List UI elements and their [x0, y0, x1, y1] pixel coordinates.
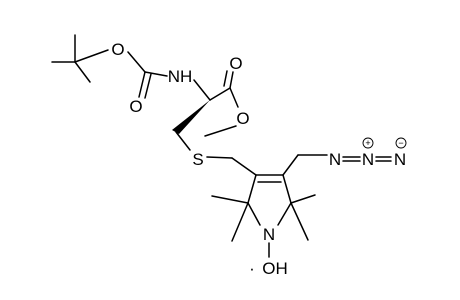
thioether-linkage	[206, 156, 257, 176]
azide-positive-charge: +	[365, 138, 370, 148]
stereo-wedge-bond	[172, 100, 210, 134]
amino-acid-backbone	[172, 70, 239, 151]
bond-c5-methyl-a	[290, 194, 316, 204]
bond-oxygen-carbonyl-carbon	[127, 51, 146, 73]
azidomethyl-group	[282, 154, 392, 176]
ring-bond-c5-n	[277, 202, 292, 226]
ring-bond-c4-c5	[282, 174, 292, 204]
tert-butyl-group	[51, 34, 109, 83]
azide-nitrogen-2-label: N	[362, 150, 374, 169]
bond-tbu-methyl-down	[74, 61, 91, 83]
bond-methoxy-methyl	[204, 125, 237, 137]
bond-ester-oxygen	[229, 87, 239, 108]
sulfur-label: S	[192, 150, 203, 169]
bond-carbamate-co-1	[138, 71, 146, 98]
bond-carbamate-nitrogen	[144, 71, 168, 77]
bond-alpha-ester-carbon	[209, 87, 231, 101]
pyrroline-ring	[211, 174, 316, 258]
azide-nitrogen-3-label: N	[394, 150, 406, 169]
bond-ester-carbonyl-2	[223, 70, 228, 87]
radical-dot: ·	[249, 259, 255, 278]
azide-negative-charge: −	[398, 138, 403, 148]
ester-methoxy-oxygen-label: O	[236, 109, 249, 128]
bond-ch2-sulfur	[175, 131, 191, 151]
bond-tbu-oxygen	[74, 49, 109, 63]
ring-nitrogen-label: N	[263, 225, 275, 244]
boc-ether-oxygen-label: O	[111, 40, 124, 59]
ring-bond-c2-n	[247, 202, 261, 226]
carbamate-group	[127, 51, 168, 99]
boc-carbonyl-oxygen-label: O	[129, 97, 142, 116]
azide-negative-charge-circle	[395, 137, 407, 149]
bond-ch2-ring	[231, 157, 257, 176]
hydroxyl-label: OH	[262, 259, 288, 278]
azide-positive-charge-circle	[362, 137, 374, 149]
bond-ring-azide-ch2	[282, 154, 299, 176]
bond-c2-methyl-b	[231, 202, 249, 242]
ring-bond-c3-c2	[247, 174, 257, 204]
bond-ester-carbonyl-1	[229, 71, 234, 89]
azide-nitrogen-1-label: N	[329, 150, 341, 169]
bond-nitrogen-alpha-carbon	[193, 79, 211, 101]
amide-nitrogen-label: NH	[168, 67, 193, 86]
bond-carbamate-co-2	[144, 73, 152, 99]
bond-sulfur-ch2	[206, 156, 233, 159]
bond-c5-methyl-b	[290, 202, 309, 241]
bond-c2-methyl-a	[211, 195, 249, 204]
ester-carbonyl-oxygen-label: O	[229, 54, 242, 73]
